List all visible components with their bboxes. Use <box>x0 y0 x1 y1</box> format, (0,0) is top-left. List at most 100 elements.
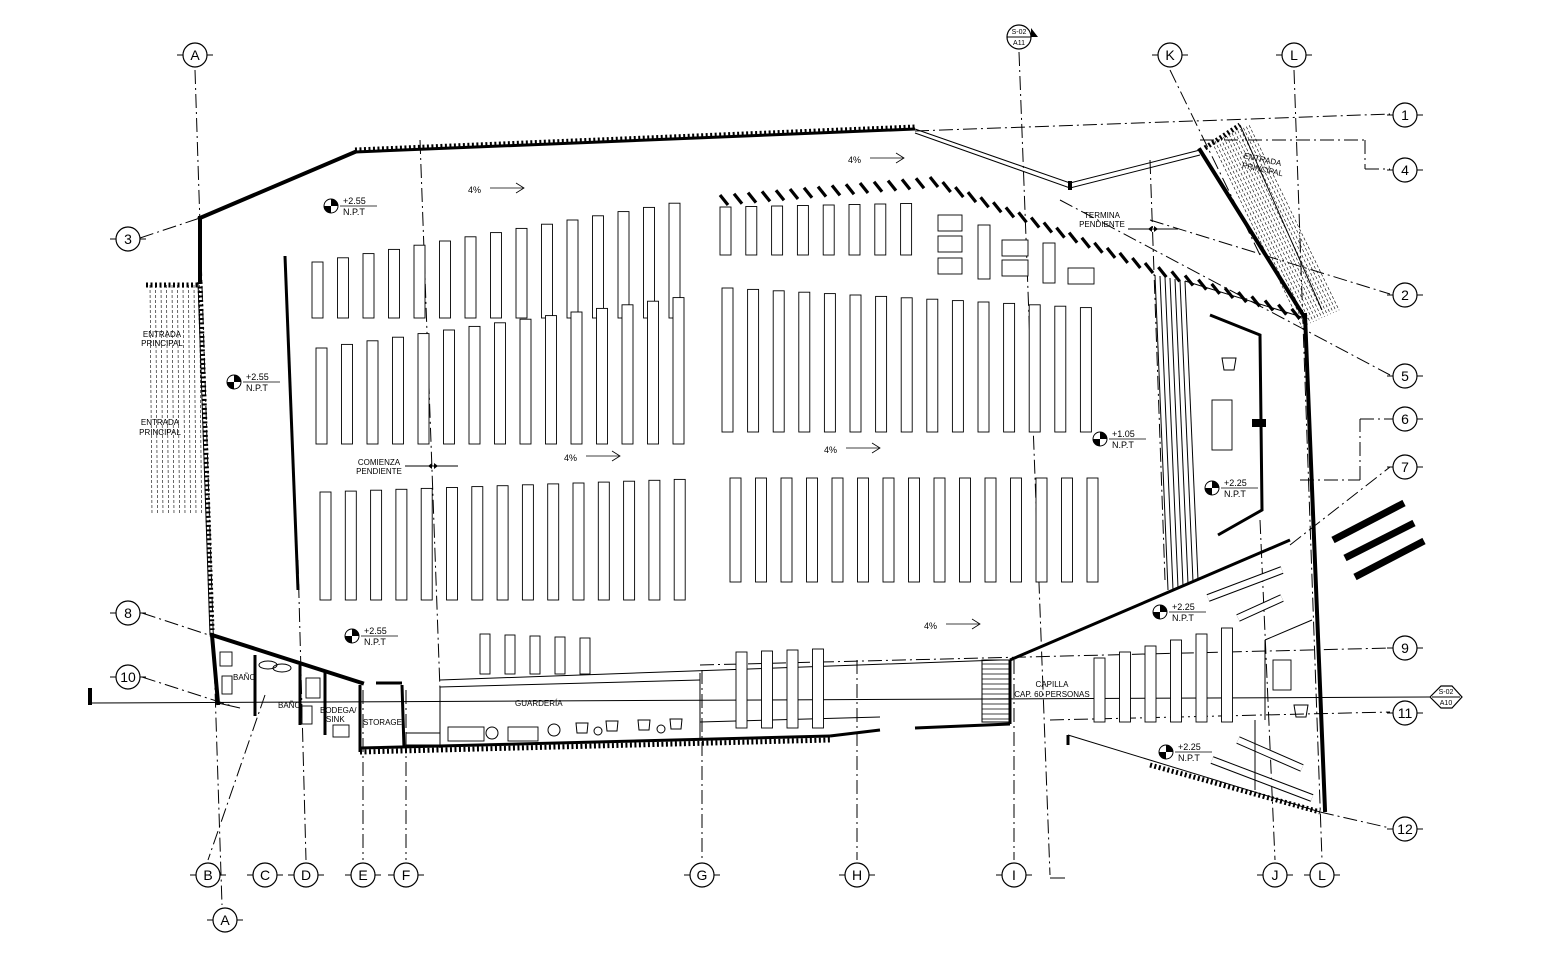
pew-bench <box>417 333 430 445</box>
pew-bench <box>786 649 799 729</box>
pew-bench <box>521 484 534 601</box>
grid-bubble-right: 9 <box>1387 635 1423 661</box>
grid-axis-label: 10 <box>120 669 136 685</box>
grid-axis-label: 4 <box>1401 162 1409 178</box>
pew-bench <box>395 488 408 601</box>
grid-axis-label: E <box>358 867 367 883</box>
grid-bubble-top: K <box>1152 42 1188 68</box>
pew-bench <box>761 650 773 729</box>
pew-bench <box>900 203 913 256</box>
grid-bubble-bottom: I <box>996 862 1032 888</box>
pew-bench <box>1035 477 1048 583</box>
grid-lines <box>88 51 1431 906</box>
pew-bench <box>908 477 920 583</box>
grid-axis-label: 6 <box>1401 411 1409 427</box>
pew-bench <box>772 290 785 433</box>
chapel-bench <box>1210 756 1314 802</box>
grid-bubble-left: 8 <box>110 600 146 626</box>
west-top-entrance-label: ENTRADA <box>143 330 182 339</box>
level-reference: N.P.T <box>1178 753 1200 763</box>
slope-value: 4% <box>564 453 577 463</box>
grid-axis-label: 2 <box>1401 287 1409 303</box>
grid-axis-label: A <box>220 912 230 928</box>
pew-bench <box>319 491 332 601</box>
chapel-pew <box>1170 639 1182 723</box>
pew-bench <box>490 232 502 319</box>
pew-bench <box>933 477 946 583</box>
grid-axis-label: A <box>190 47 200 63</box>
level-value: +2.25 <box>1178 742 1201 752</box>
pew-bench <box>572 482 585 601</box>
comienza-label: COMIENZA <box>358 458 401 467</box>
pew-bench <box>1086 477 1099 583</box>
pew-bench <box>849 294 862 433</box>
pew-bench <box>545 315 557 445</box>
bodega-label: BODEGA/ <box>320 706 357 715</box>
slope-arrow: 4% <box>924 618 981 631</box>
pew-bench <box>900 297 913 433</box>
pew-bench <box>806 477 818 583</box>
pew-bench <box>592 215 604 319</box>
level-marker: +2.55N.P.T <box>323 196 377 217</box>
grid-bubble-bottom: A <box>207 907 243 933</box>
slope-value: 4% <box>848 155 861 165</box>
section-right-code: S-02 <box>1439 689 1454 696</box>
grid-bubble-bottom: G <box>684 862 720 888</box>
pew-bench <box>831 477 844 583</box>
chapel-bench <box>1206 566 1284 602</box>
grid-axis-label: 12 <box>1397 821 1413 837</box>
pew-bench <box>822 204 835 256</box>
pew-bench <box>388 248 400 319</box>
grid-bubble-top: L <box>1276 42 1312 68</box>
level-value: +1.05 <box>1112 429 1135 439</box>
grid-bubble-bottom: E <box>345 862 381 888</box>
pew-bench <box>735 651 748 729</box>
pew-bench <box>446 487 458 601</box>
level-reference: N.P.T <box>1172 613 1194 623</box>
grid-axis-label: F <box>402 867 411 883</box>
west-bottom-entrance-label: ENTRADA <box>141 418 180 427</box>
grid-axis-label: 3 <box>124 231 132 247</box>
grid-bubble-bottom: H <box>839 862 875 888</box>
section-marker-right: S-02 A10 <box>1429 685 1463 709</box>
pew-bench <box>719 206 732 256</box>
grid-axis-label: K <box>1165 47 1175 63</box>
pew-bench <box>959 477 971 583</box>
pew-bench <box>875 295 888 433</box>
pew-bench <box>392 336 404 445</box>
section-top-sheet: A11 <box>1013 40 1025 47</box>
pew-bench <box>519 318 532 445</box>
level-reference: N.P.T <box>246 383 268 393</box>
pew-bench <box>926 298 939 433</box>
pew-bench <box>547 483 560 601</box>
pew-bench <box>515 227 528 319</box>
grid-bubble-bottom: J <box>1257 862 1293 888</box>
grid-bubble-right: 2 <box>1387 282 1423 308</box>
pew-bench <box>721 287 734 433</box>
grid-axis-label: 8 <box>124 605 132 621</box>
pew-bench <box>771 205 784 256</box>
pew-bench <box>1061 477 1073 583</box>
termina-label: TERMINA <box>1084 211 1121 220</box>
guarderia-label: GUARDERÍA <box>515 699 563 708</box>
grid-axis-label: J <box>1272 867 1279 883</box>
level-value: +2.55 <box>364 626 387 636</box>
pew-bench <box>597 481 610 601</box>
stage-steps <box>1154 274 1306 591</box>
level-reference: N.P.T <box>343 207 365 217</box>
grid-axis-label: H <box>852 867 862 883</box>
level-marker: +2.25N.P.T <box>1158 742 1212 763</box>
pew-bench <box>420 487 433 601</box>
pew-bench <box>579 637 591 675</box>
pew-bench <box>529 635 541 675</box>
storage-label: STORAGE <box>363 718 402 727</box>
slope-value: 4% <box>468 185 481 195</box>
pew-bench <box>648 479 661 601</box>
pew-bench <box>796 205 809 256</box>
sink-label: SINK <box>326 715 345 724</box>
capilla-capacity-label: CAP. 60 PERSONAS <box>1014 690 1089 699</box>
pew-bench <box>541 223 553 319</box>
grid-bubble-right: 1 <box>1387 102 1423 128</box>
pew-bench <box>443 329 455 445</box>
